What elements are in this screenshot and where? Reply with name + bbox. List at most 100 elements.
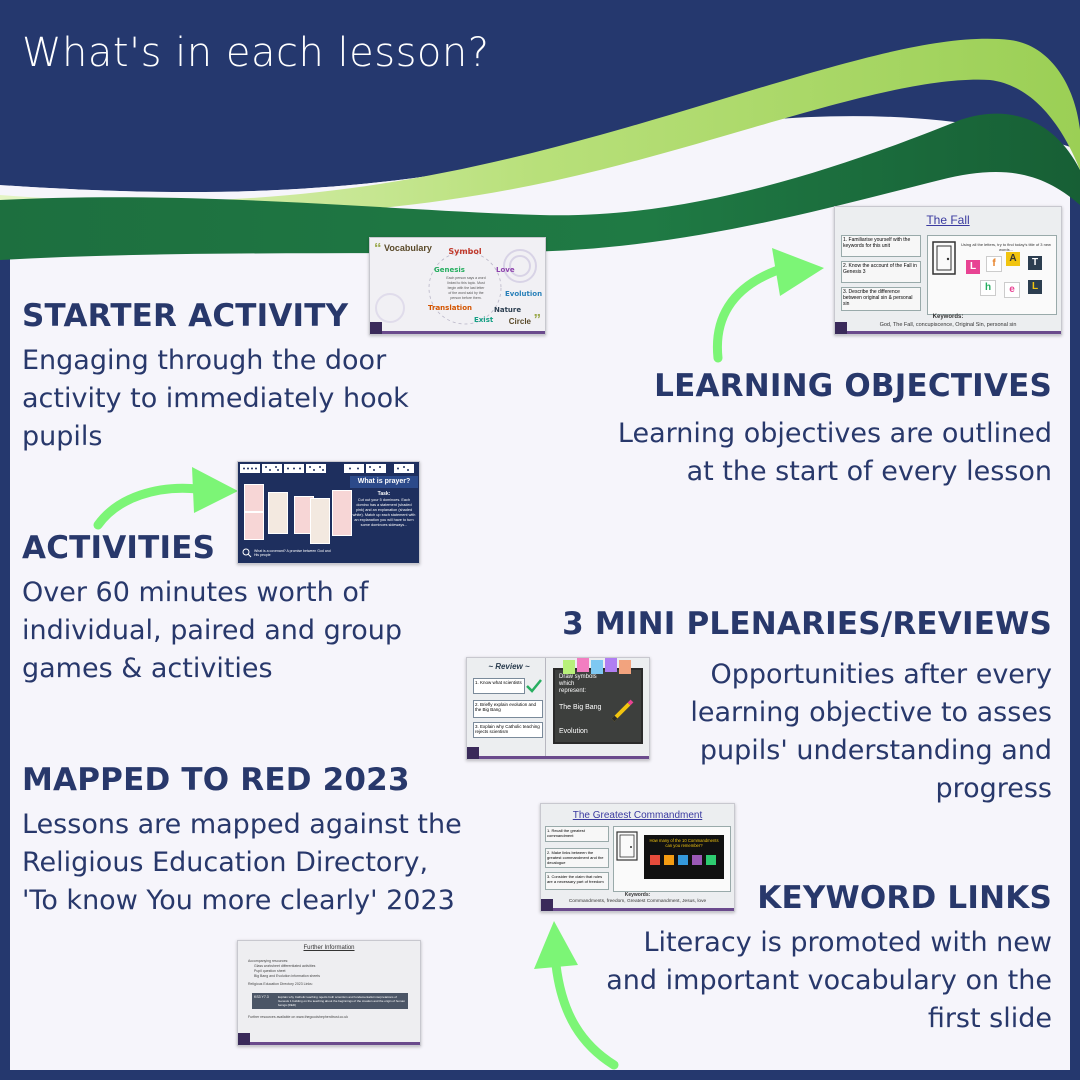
sticky-note (577, 658, 589, 672)
commandment-objective-3: 3. Consider the claim that rules are a n… (545, 872, 609, 890)
board-item-1: The Big Bang (559, 704, 602, 711)
checkmark-icon (526, 679, 542, 693)
letter-tile-2: f (986, 256, 1002, 272)
letter-tile-1: L (966, 260, 980, 274)
review-thumbnail: ~ Review ~ 1. Know what scientists 2. Br… (466, 657, 650, 760)
commandment-icon (706, 855, 716, 865)
slide-footer-bar (835, 331, 1061, 334)
domino-card (268, 492, 288, 534)
letter-tile-5: h (980, 280, 996, 296)
starter-activity-heading: STARTER ACTIVITY (22, 298, 349, 334)
prayer-caption: What is a covenant? A promise between Go… (254, 549, 331, 557)
slide-logo (541, 899, 553, 911)
further-bullet: Religious Education Directory 2023 Links… (248, 982, 313, 986)
quote-open-icon: “ (374, 240, 382, 257)
fall-objective-1: 1. Familiarise yourself with the keyword… (841, 235, 921, 257)
commandment-icon (650, 855, 660, 865)
domino-row-decoration (240, 464, 414, 473)
further-title: Further Information (303, 945, 355, 951)
magnifier-icon (242, 548, 252, 558)
door-icon (932, 241, 956, 275)
letter-tile-3: A (1006, 252, 1020, 266)
commandment-objective-2: 2. Make links between the greatest comma… (545, 848, 609, 868)
domino-card (332, 490, 352, 536)
fall-title: The Fall (926, 213, 970, 227)
green-arrow-icon (93, 467, 238, 530)
vocabulary-instructions: Each person says a word linked to this t… (446, 276, 486, 300)
mapped-to-red-body: Lessons are mapped against the Religious… (22, 809, 462, 916)
slide-logo (835, 322, 847, 334)
slide-footer-bar (238, 1042, 420, 1045)
green-arrow-icon (712, 248, 824, 363)
header-wave-decoration (0, 0, 1080, 260)
slide-logo (467, 747, 479, 759)
red-link-code: KS3 Y7.3 (254, 995, 269, 999)
vocabulary-circle-thumbnail: Symbol Genesis Love Evolution Translatio… (369, 237, 546, 335)
prayer-task: Cut out your 5 dominoes. Each domino has… (352, 498, 416, 527)
door-icon (616, 831, 638, 861)
slide-footer-bar (370, 331, 545, 334)
starter-activity-body: Engaging through the door activity to im… (22, 345, 409, 452)
domino-card (310, 498, 330, 544)
commandment-screen-text: How many of the 10 Commandments can you … (649, 838, 719, 848)
learning-objectives-heading: LEARNING OBJECTIVES (654, 368, 1052, 404)
letter-tile-4: T (1028, 256, 1042, 270)
further-bullet: Accompanying resources: (248, 959, 289, 963)
greatest-commandment-thumbnail: The Greatest Commandment 1. Recall the g… (540, 803, 735, 912)
fall-objective-3: 3. Describe the difference between origi… (841, 287, 921, 311)
review-item-2: 2. Briefly explain evolution and the Big… (473, 700, 543, 718)
further-bullet: Glass worksheet differentiated activitie… (254, 964, 316, 968)
activities-heading: ACTIVITIES (22, 530, 216, 566)
review-title: ~ Review ~ (488, 662, 530, 671)
quote-close-icon: ” (533, 311, 542, 328)
slide-footer-bar (467, 756, 649, 759)
fall-keywords-label: Keywords: (932, 314, 964, 320)
svg-text:Evolution: Evolution (505, 290, 542, 298)
commandment-icon (692, 855, 702, 865)
learning-objectives-body: Learning objectives are outlined at the … (617, 418, 1052, 487)
further-information-thumbnail: Further Information Accompanying resourc… (237, 940, 421, 1046)
prayer-title: What is prayer? (350, 476, 418, 488)
sticky-note (605, 658, 617, 672)
prayer-task-label: Task: (377, 491, 391, 497)
slide-logo (238, 1033, 250, 1045)
vocabulary-subtitle: Circle (508, 317, 531, 326)
slide-footer-bar (541, 908, 734, 911)
chalkboard: Draw symbols which represent: The Big Ba… (553, 668, 643, 744)
commandment-icon (664, 855, 674, 865)
fall-keywords: God, The Fall, concupiscence, Original S… (879, 322, 1017, 328)
mini-plenaries-body: Opportunities after every learning objec… (690, 659, 1052, 804)
fall-objective-2: 2. Know the account of the Fall in Genes… (841, 261, 921, 283)
page-title: What's in each lesson? (22, 30, 490, 76)
fall-activity-box: Using all the letters, try to find today… (927, 235, 1057, 315)
commandment-title: The Greatest Commandment (572, 810, 703, 821)
red-link-box: KS3 Y7.3 Explain why Catholic teaching r… (252, 993, 408, 1009)
what-is-prayer-thumbnail: What is prayer? Task: Cut out your 5 dom… (237, 461, 420, 564)
vocabulary-title: Vocabulary (384, 243, 432, 253)
commandment-keywords-label: Keywords: (624, 892, 651, 898)
further-bullet: Big Bang and Evolution information sheet… (254, 974, 320, 978)
svg-text:Symbol: Symbol (448, 247, 482, 256)
swirl-decoration: Symbol Genesis Love Evolution Translatio… (375, 247, 542, 325)
sticky-note (563, 660, 575, 674)
commandment-screen: How many of the 10 Commandments can you … (644, 835, 724, 879)
commandment-icon (678, 855, 688, 865)
commandment-keywords: Commandments, freedom, Greatest Commandm… (568, 899, 707, 904)
mini-plenaries-heading: 3 MINI PLENARIES/REVIEWS (562, 606, 1052, 642)
review-divider (545, 658, 546, 759)
keyword-links-body: Literacy is promoted with new and import… (606, 927, 1052, 1034)
pencil-icon (611, 699, 634, 722)
sticky-note (591, 660, 603, 674)
svg-text:Love: Love (496, 266, 515, 274)
further-bullet: Pupil question sheet (254, 969, 286, 973)
green-arrow-icon (534, 921, 619, 1070)
fall-hint: Using all the letters, try to find today… (961, 242, 1051, 252)
further-bullets: Accompanying resources: Glass worksheet … (248, 959, 408, 987)
svg-text:Translation: Translation (428, 304, 472, 312)
review-item-3: 3. Explain why Catholic teaching rejects… (473, 722, 543, 738)
red-link-text: Explain why Catholic teaching rejects bo… (278, 995, 405, 1007)
letter-tile-7: L (1028, 280, 1042, 294)
letter-tile-6: e (1004, 282, 1020, 298)
domino-card (244, 512, 264, 540)
